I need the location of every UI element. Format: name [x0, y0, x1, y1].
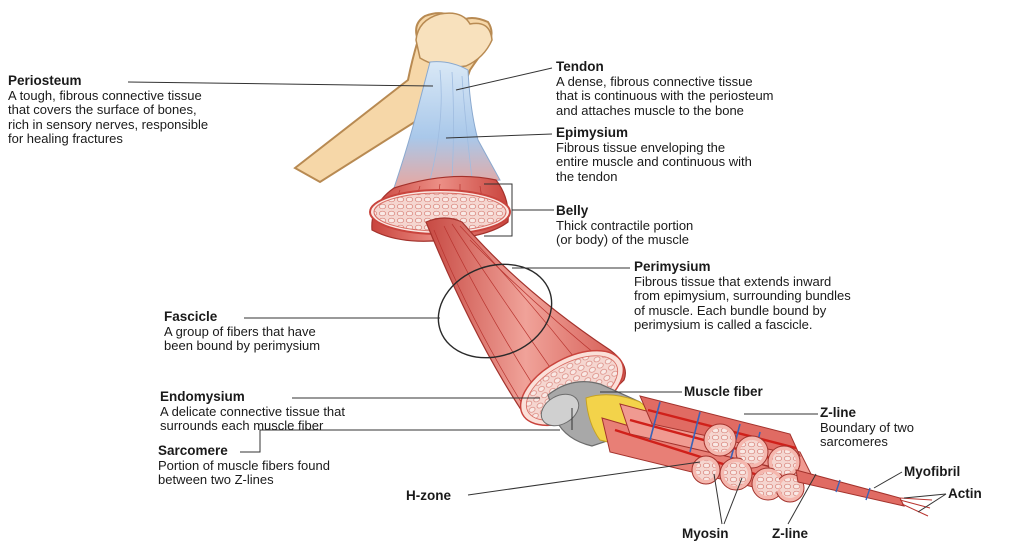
sarcomere-title: Sarcomere [158, 444, 330, 459]
tendon-line: that is continuous with the periosteum [556, 89, 774, 104]
label-z-line-bottom: Z-line [772, 526, 808, 541]
label-z-line-right: Z-line Boundary of two sarcomeres [820, 406, 914, 450]
belly-line: Thick contractile portion [556, 219, 693, 234]
endomysium-line: surrounds each muscle fiber [160, 419, 345, 434]
label-endomysium: Endomysium A delicate connective tissue … [160, 390, 345, 434]
periosteum-line: that covers the surface of bones, [8, 103, 208, 118]
label-sarcomere: Sarcomere Portion of muscle fibers found… [158, 444, 330, 488]
periosteum-title: Periosteum [8, 74, 208, 89]
label-tendon: Tendon A dense, fibrous connective tissu… [556, 60, 774, 118]
sarcomere-line: between two Z-lines [158, 473, 330, 488]
tendon-title: Tendon [556, 60, 774, 75]
single-myofibril [796, 470, 904, 506]
label-myosin: Myosin [682, 526, 729, 541]
epimysium-title: Epimysium [556, 126, 752, 141]
periosteum-line: rich in sensory nerves, responsible [8, 118, 208, 133]
belly-line: (or body) of the muscle [556, 233, 693, 248]
label-fascicle: Fascicle A group of fibers that have bee… [164, 310, 320, 354]
label-periosteum: Periosteum A tough, fibrous connective t… [8, 74, 208, 147]
z-line-line: Boundary of two [820, 421, 914, 436]
myofibril-bundle [602, 396, 812, 502]
label-epimysium: Epimysium Fibrous tissue enveloping the … [556, 126, 752, 184]
endomysium-title: Endomysium [160, 390, 345, 405]
z-line-line: sarcomeres [820, 435, 914, 450]
fascicle-title: Fascicle [164, 310, 320, 325]
periosteum-line: A tough, fibrous connective tissue [8, 89, 208, 104]
perimysium-line: of muscle. Each bundle bound by [634, 304, 851, 319]
belly-title: Belly [556, 204, 693, 219]
epimysium-line: Fibrous tissue enveloping the [556, 141, 752, 156]
label-muscle-fiber: Muscle fiber [684, 384, 763, 399]
sarcomere-line: Portion of muscle fibers found [158, 459, 330, 474]
perimysium-line: Fibrous tissue that extends inward [634, 275, 851, 290]
endomysium-line: A delicate connective tissue that [160, 405, 345, 420]
perimysium-title: Perimysium [634, 260, 851, 275]
fascicle-line: been bound by perimysium [164, 339, 320, 354]
label-actin: Actin [948, 486, 982, 501]
fascicle-line: A group of fibers that have [164, 325, 320, 340]
label-perimysium: Perimysium Fibrous tissue that extends i… [634, 260, 851, 333]
epimysium-line: the tendon [556, 170, 752, 185]
tendon-line: A dense, fibrous connective tissue [556, 75, 774, 90]
epimysium-line: entire muscle and continuous with [556, 155, 752, 170]
perimysium-line: perimysium is called a fascicle. [634, 318, 851, 333]
label-myofibril: Myofibril [904, 464, 960, 479]
z-line-title: Z-line [820, 406, 914, 421]
label-h-zone: H-zone [406, 488, 451, 503]
periosteum-line: for healing fractures [8, 132, 208, 147]
tendon-line: and attaches muscle to the bone [556, 104, 774, 119]
label-belly: Belly Thick contractile portion (or body… [556, 204, 693, 248]
perimysium-line: from epimysium, surrounding bundles [634, 289, 851, 304]
